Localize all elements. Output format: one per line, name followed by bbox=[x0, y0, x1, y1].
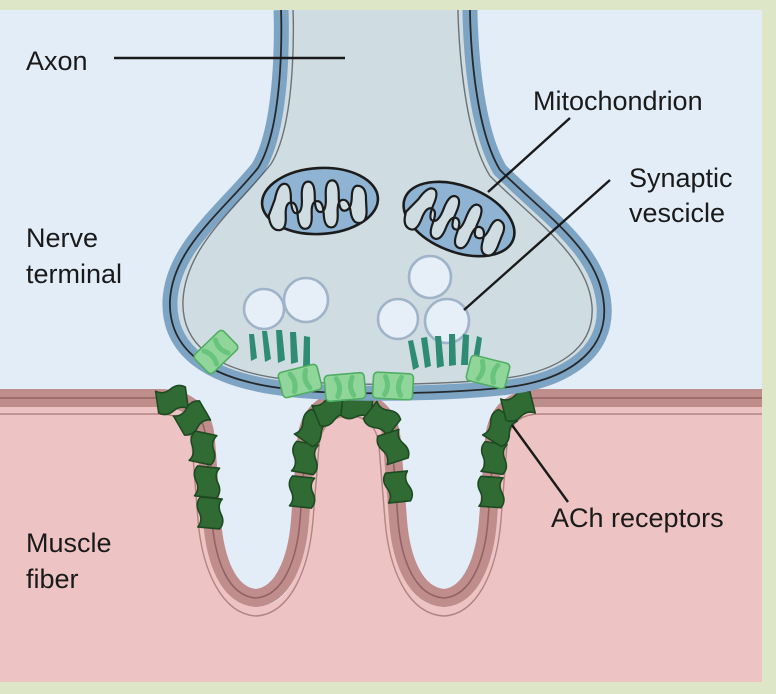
synaptic-vesicle bbox=[376, 297, 420, 341]
ach-receptor bbox=[290, 440, 320, 476]
label-muscle-fiber-line2: fiber bbox=[26, 564, 79, 594]
active-zone-spike bbox=[303, 336, 310, 367]
ach-receptor bbox=[477, 475, 505, 509]
synaptic-vesicle bbox=[242, 287, 286, 331]
presynaptic-channel bbox=[465, 354, 511, 390]
active-zone-spike bbox=[435, 336, 444, 368]
active-zone-spike-group bbox=[249, 330, 482, 370]
active-zone-spike bbox=[262, 331, 271, 362]
ach-receptor bbox=[196, 496, 224, 530]
ach-receptor bbox=[499, 389, 537, 423]
synaptic-vesicle-group bbox=[242, 254, 471, 345]
mitochondrion-cristae bbox=[403, 187, 506, 257]
ach-receptor bbox=[288, 475, 316, 509]
ach-receptor bbox=[193, 465, 221, 499]
label-muscle-fiber-line1: Muscle bbox=[26, 528, 112, 558]
presynaptic-channel bbox=[277, 363, 323, 399]
label-mitochondrion: Mitochondrion bbox=[533, 86, 703, 116]
leader-line-group bbox=[114, 56, 611, 503]
ach-receptor bbox=[376, 428, 410, 466]
label-axon: Axon bbox=[26, 46, 88, 76]
label-nerve-terminal-line2: terminal bbox=[26, 259, 122, 289]
synaptic-vesicle bbox=[407, 254, 453, 300]
ach-receptor-group bbox=[154, 384, 537, 530]
active-zone-spike bbox=[290, 332, 298, 364]
muscle-cytoplasm bbox=[0, 404, 762, 682]
active-zone-spike bbox=[276, 330, 285, 363]
leader-line-ach-receptors bbox=[511, 424, 569, 503]
label-synaptic-vesicle-line2: vescicle bbox=[629, 198, 725, 228]
mitochondrion-group bbox=[260, 166, 516, 258]
synaptic-vesicle bbox=[282, 276, 330, 324]
active-zone-spike bbox=[461, 334, 469, 365]
presynaptic-channel bbox=[371, 371, 415, 401]
presynaptic-channel bbox=[193, 329, 239, 375]
active-zone-spike-cluster-right bbox=[408, 334, 482, 370]
presynaptic-channel-group bbox=[193, 329, 511, 403]
presynaptic-channel bbox=[323, 371, 367, 403]
active-zone-spike-cluster-left bbox=[249, 330, 310, 367]
leader-line-synaptic-vesicle bbox=[463, 179, 611, 311]
leader-line-mitochondrion bbox=[487, 117, 571, 193]
label-ach-receptors: ACh receptors bbox=[551, 503, 724, 533]
mitochondrion bbox=[260, 166, 380, 236]
ach-receptor bbox=[188, 430, 218, 466]
active-zone-spike bbox=[421, 337, 431, 368]
synaptic-vesicle bbox=[423, 297, 471, 345]
active-zone-spike bbox=[249, 334, 257, 361]
active-zone-spike bbox=[408, 340, 419, 370]
active-zone-spike bbox=[449, 334, 456, 366]
ach-receptor bbox=[480, 440, 508, 476]
label-synaptic-vesicle-line1: Synaptic bbox=[629, 163, 733, 193]
label-nerve-terminal-line1: Nerve bbox=[26, 223, 98, 253]
mitochondrion-cristae bbox=[267, 179, 368, 232]
mitochondrion bbox=[402, 180, 516, 258]
ach-receptor bbox=[382, 470, 414, 504]
